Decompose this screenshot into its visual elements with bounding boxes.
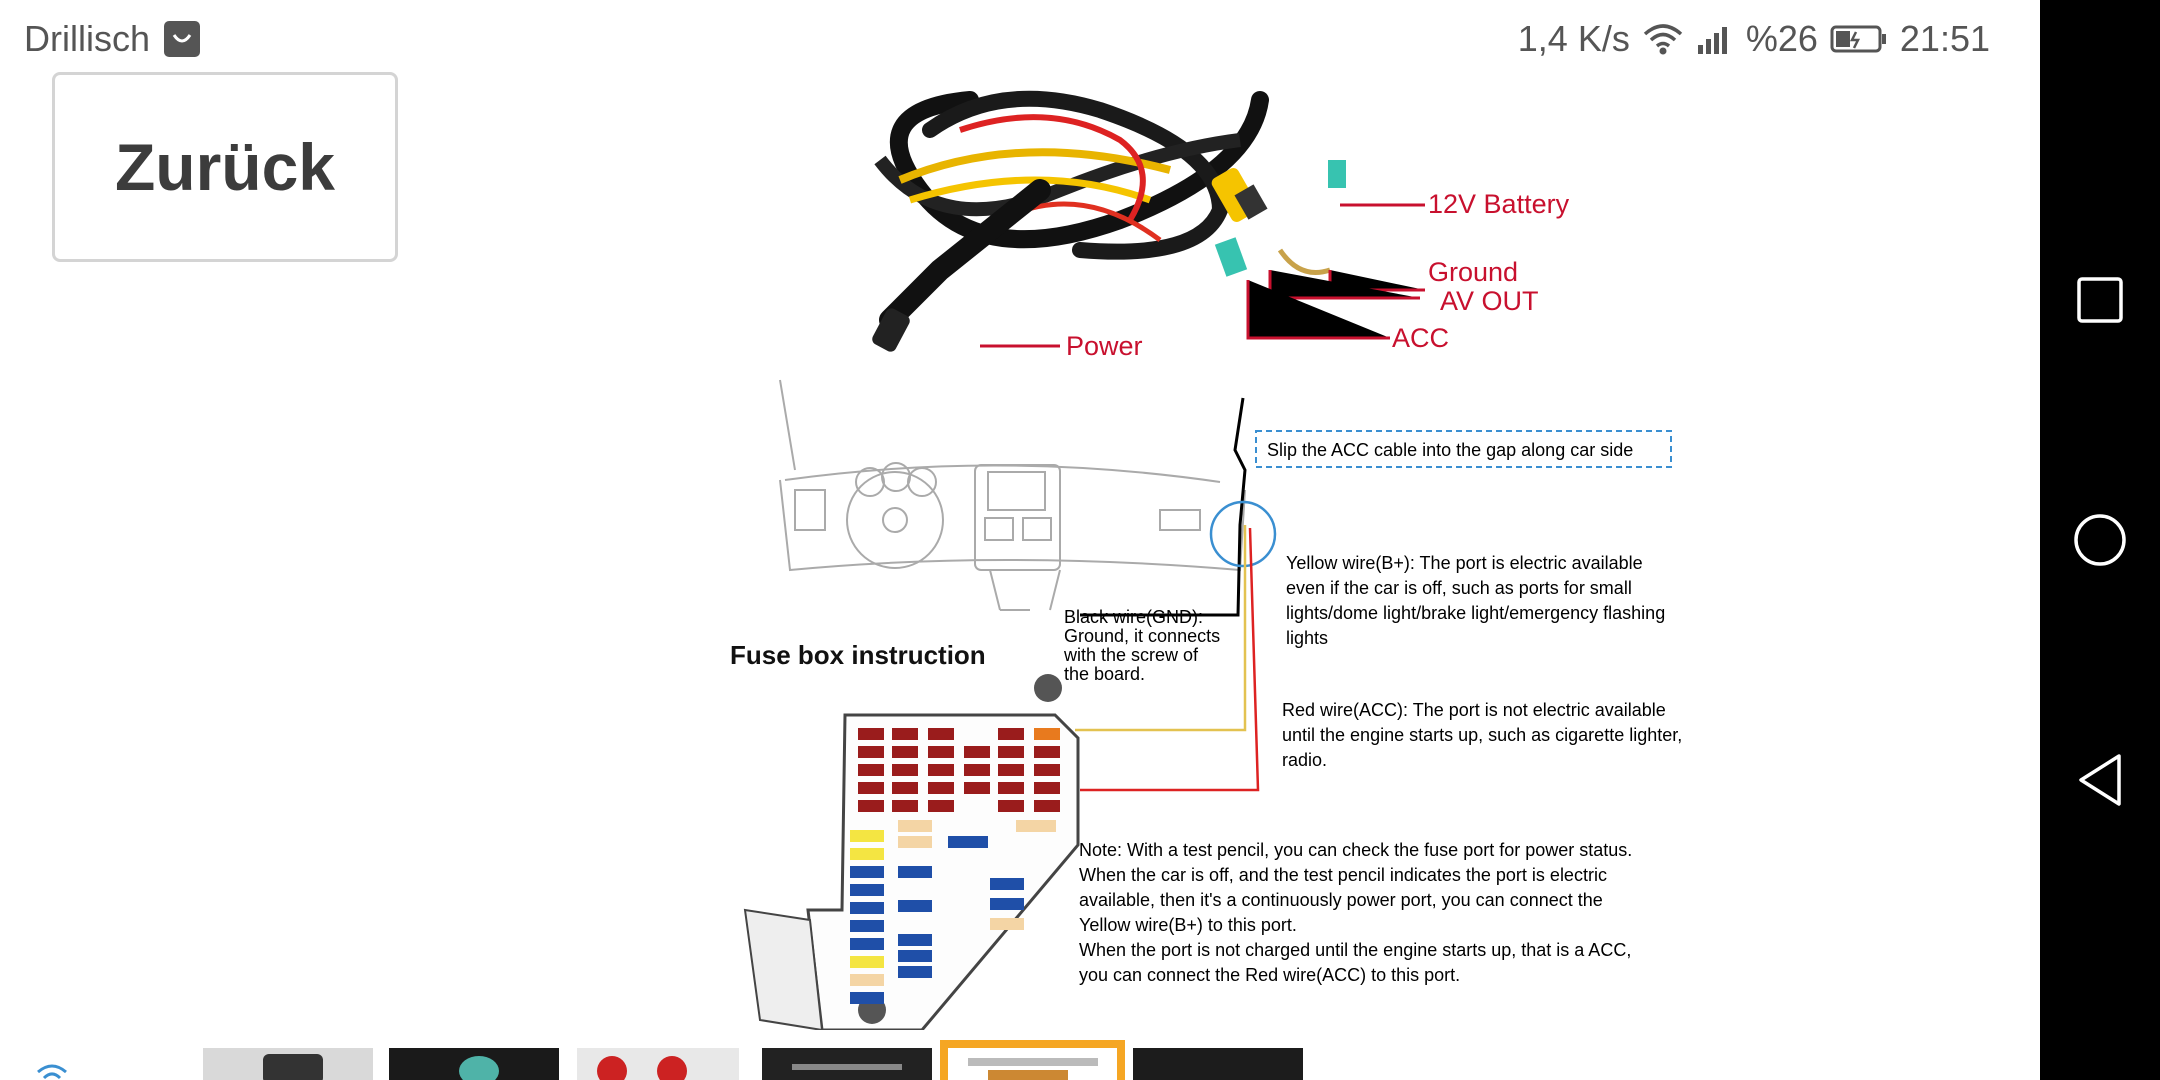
note-text: Note: With a test pencil, you can check … — [1079, 840, 1632, 985]
svg-text:Yellow wire(B+) to this port.: Yellow wire(B+) to this port. — [1079, 915, 1297, 935]
svg-text:lights/dome light/brake light/: lights/dome light/brake light/emergency … — [1286, 603, 1665, 623]
svg-text:until the engine starts up, su: until the engine starts up, such as ciga… — [1282, 725, 1682, 745]
black-wire-text: Black wire(GND): Ground, it connects wit… — [1063, 607, 1220, 684]
status-bar-right: 1,4 K/s %26 21:51 — [1518, 14, 1990, 64]
fuse-box-title: Fuse box instruction — [730, 640, 986, 670]
label-acc: ACC — [1392, 323, 1449, 353]
clock: 21:51 — [1899, 18, 1990, 59]
thumbnail-6[interactable] — [1133, 1048, 1303, 1080]
circle-icon[interactable] — [2040, 480, 2160, 600]
thumbnail-5[interactable] — [940, 1040, 1125, 1080]
shopping-bag-icon — [164, 21, 200, 57]
cable-bundle — [872, 90, 1346, 352]
svg-text:lights: lights — [1286, 628, 1328, 648]
svg-text:available, then it's a continu: available, then it's a continuously powe… — [1079, 890, 1603, 910]
battery-icon — [1830, 24, 1888, 54]
yellow-wire-text: Yellow wire(B+): The port is electric av… — [1286, 553, 1665, 648]
carrier-name: Drillisch — [24, 18, 150, 59]
product-image: 12V Battery Ground AV OUT ACC Power Slip… — [730, 90, 1682, 1030]
network-speed: 1,4 K/s — [1517, 18, 1630, 59]
svg-text:radio.: radio. — [1282, 750, 1327, 770]
battery-percent: %26 — [1745, 18, 1818, 59]
square-icon[interactable] — [2040, 240, 2160, 360]
dashboard-sketch — [779, 379, 1246, 611]
navigation-bar — [2040, 0, 2160, 1080]
svg-text:you can connect the Red wire(A: you can connect the Red wire(ACC) to thi… — [1079, 965, 1460, 985]
svg-text:When the car is off, and the t: When the car is off, and the test pencil… — [1079, 865, 1607, 885]
status-bar-left: Drillisch — [24, 14, 200, 64]
signal-icon — [1696, 23, 1734, 55]
label-av-out: AV OUT — [1440, 286, 1539, 316]
fuse-box — [743, 674, 1080, 1030]
svg-text:Ground, it connects: Ground, it connects — [1064, 626, 1220, 646]
label-ground: Ground — [1428, 257, 1518, 287]
cable-entry-circle — [1209, 500, 1277, 568]
svg-text:the board.: the board. — [1064, 664, 1145, 684]
thumbnail-3[interactable] — [577, 1048, 739, 1080]
wifi-icon — [1642, 22, 1684, 56]
wifi-icon — [36, 1062, 68, 1080]
cable-labels: 12V Battery Ground AV OUT ACC Power — [980, 189, 1570, 361]
svg-text:with the screw of: with the screw of — [1063, 645, 1199, 665]
triangle-back-icon[interactable] — [2040, 720, 2160, 840]
label-12v-battery: 12V Battery — [1428, 189, 1570, 219]
svg-text:even if the car is off, such a: even if the car is off, such as ports fo… — [1286, 578, 1632, 598]
thumbnail-1[interactable] — [203, 1048, 373, 1080]
svg-text:When the port is not charged u: When the port is not charged until the e… — [1079, 940, 1631, 960]
back-button[interactable]: Zurück — [52, 72, 398, 262]
svg-text:Note: With a test pencil, you: Note: With a test pencil, you can check … — [1079, 840, 1632, 860]
label-power: Power — [1066, 331, 1143, 361]
thumbnail-4[interactable] — [762, 1048, 932, 1080]
slip-note: Slip the ACC cable into the gap along ca… — [1267, 440, 1633, 460]
red-wire-text: Red wire(ACC): The port is not electric … — [1282, 700, 1682, 770]
svg-text:Red wire(ACC): The port is not: Red wire(ACC): The port is not electric … — [1282, 700, 1666, 720]
thumbnail-2[interactable] — [389, 1048, 559, 1080]
svg-text:Black wire(GND):: Black wire(GND): — [1064, 607, 1203, 627]
thumbnail-strip — [0, 1040, 2040, 1080]
svg-text:Yellow wire(B+): The port is e: Yellow wire(B+): The port is electric av… — [1286, 553, 1643, 573]
